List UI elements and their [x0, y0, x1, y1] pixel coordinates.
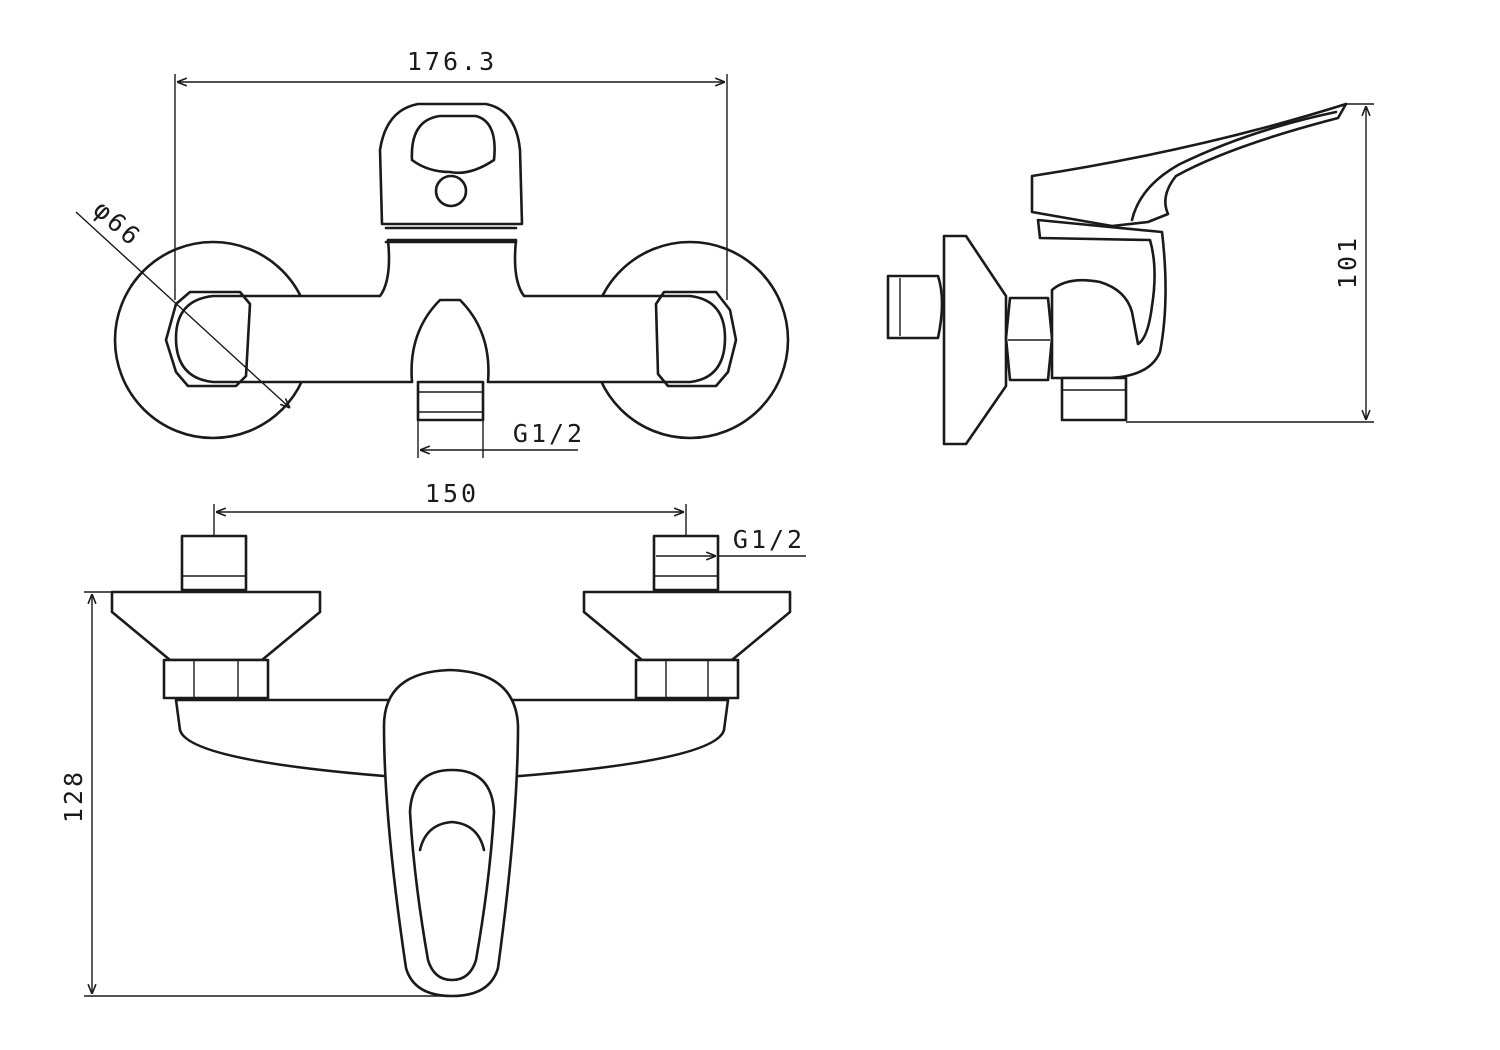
- outlet-fitting: [416, 380, 485, 422]
- top-left-inlet: [180, 534, 248, 592]
- dim-side-height: 101: [1333, 235, 1362, 289]
- top-lever-grip: [418, 820, 486, 852]
- right-nut: [654, 290, 738, 388]
- side-inlet-fitting: [886, 274, 944, 340]
- top-left-nut: [162, 658, 270, 700]
- side-lever-curve: [1130, 110, 1338, 222]
- dim-top-depth: 128: [59, 769, 88, 823]
- top-lever-handle: [382, 668, 520, 998]
- left-nut: [164, 290, 252, 388]
- side-wall-plate: [942, 234, 1008, 446]
- side-lever: [1030, 102, 1348, 228]
- dim-line-flange-diameter: [75, 211, 290, 408]
- handle-recess: [410, 114, 496, 175]
- top-view: 150 G1/2 128: [59, 479, 806, 998]
- side-body: [1036, 218, 1167, 380]
- top-left-flange: [110, 590, 322, 662]
- front-view: 176.3 φ66 G1/2: [75, 47, 790, 458]
- side-view: 101: [886, 102, 1374, 446]
- top-right-flange: [582, 590, 792, 662]
- dim-flange-diameter: φ66: [88, 195, 148, 253]
- dim-overall-width: 176.3: [407, 47, 497, 76]
- top-right-inlet: [652, 534, 720, 592]
- side-outlet: [1060, 376, 1128, 422]
- top-lever-recess: [408, 768, 496, 982]
- mixer-body: [174, 238, 727, 384]
- indicator-button: [434, 174, 468, 208]
- side-hex-nut: [1004, 296, 1054, 382]
- top-right-nut: [634, 658, 740, 700]
- dim-inlet-thread: G1/2: [733, 525, 805, 554]
- dim-inlet-centers: 150: [425, 479, 479, 508]
- dim-outlet-thread: G1/2: [513, 419, 585, 448]
